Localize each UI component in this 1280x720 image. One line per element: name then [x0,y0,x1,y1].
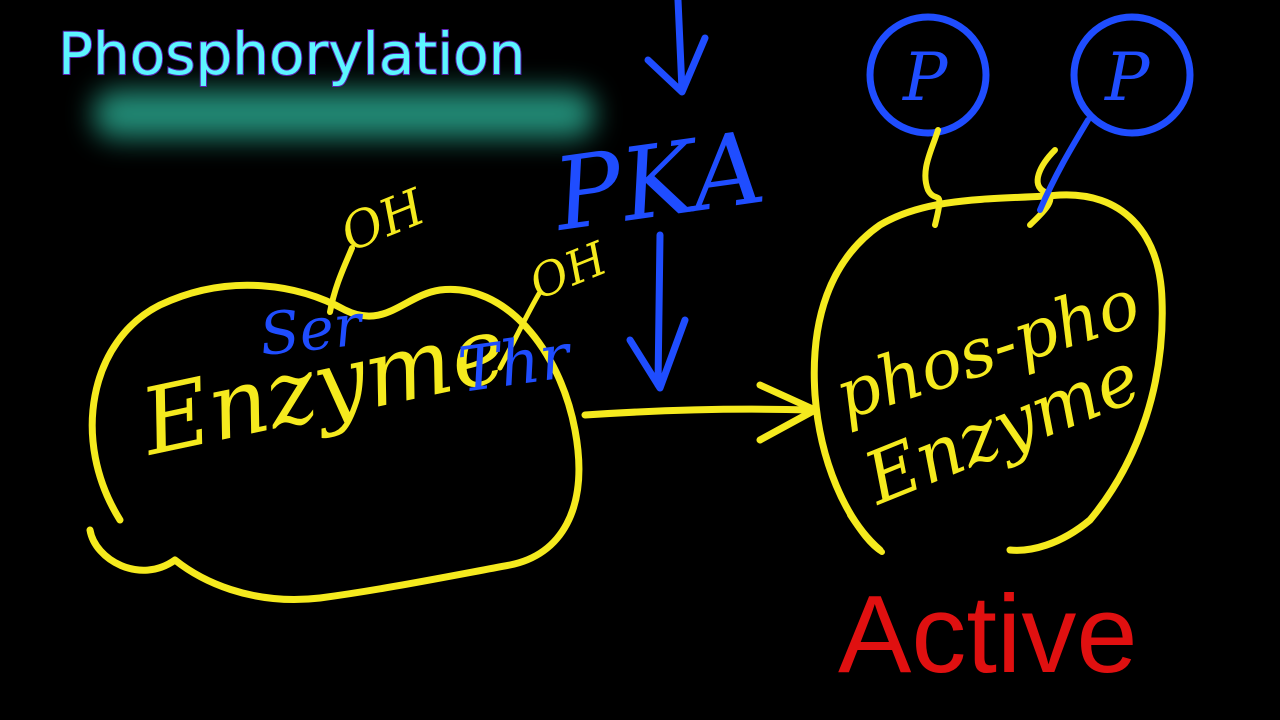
title-glow [94,90,594,138]
top-down-arrow [644,0,709,96]
phosphate-linker-2-blue [1037,117,1091,213]
phosphate-circle-1 [866,13,990,137]
phospho-enzyme-corner [847,512,885,555]
phosphate-circle-2 [1070,13,1194,137]
title-block: Phosphorylation [57,19,598,150]
bottom-down-arrow [626,231,689,392]
active-status-label: Active [838,573,1138,696]
ser-oh-stalk [327,245,355,315]
reaction-arrow-shaft [581,405,814,419]
page-title: Phosphorylation [57,19,526,89]
enzyme-outline [86,281,583,603]
thr-oh-stalk [497,289,543,371]
phosphate-p-1: P [902,39,949,116]
phospho-enzyme-outline [810,191,1166,554]
phosphate-linker-1 [922,127,943,228]
ser-label: Ser [256,290,368,369]
pka-label: PKA [545,109,771,254]
thr-label: Thr [454,319,577,407]
phosphate-p-2: P [1104,39,1151,116]
